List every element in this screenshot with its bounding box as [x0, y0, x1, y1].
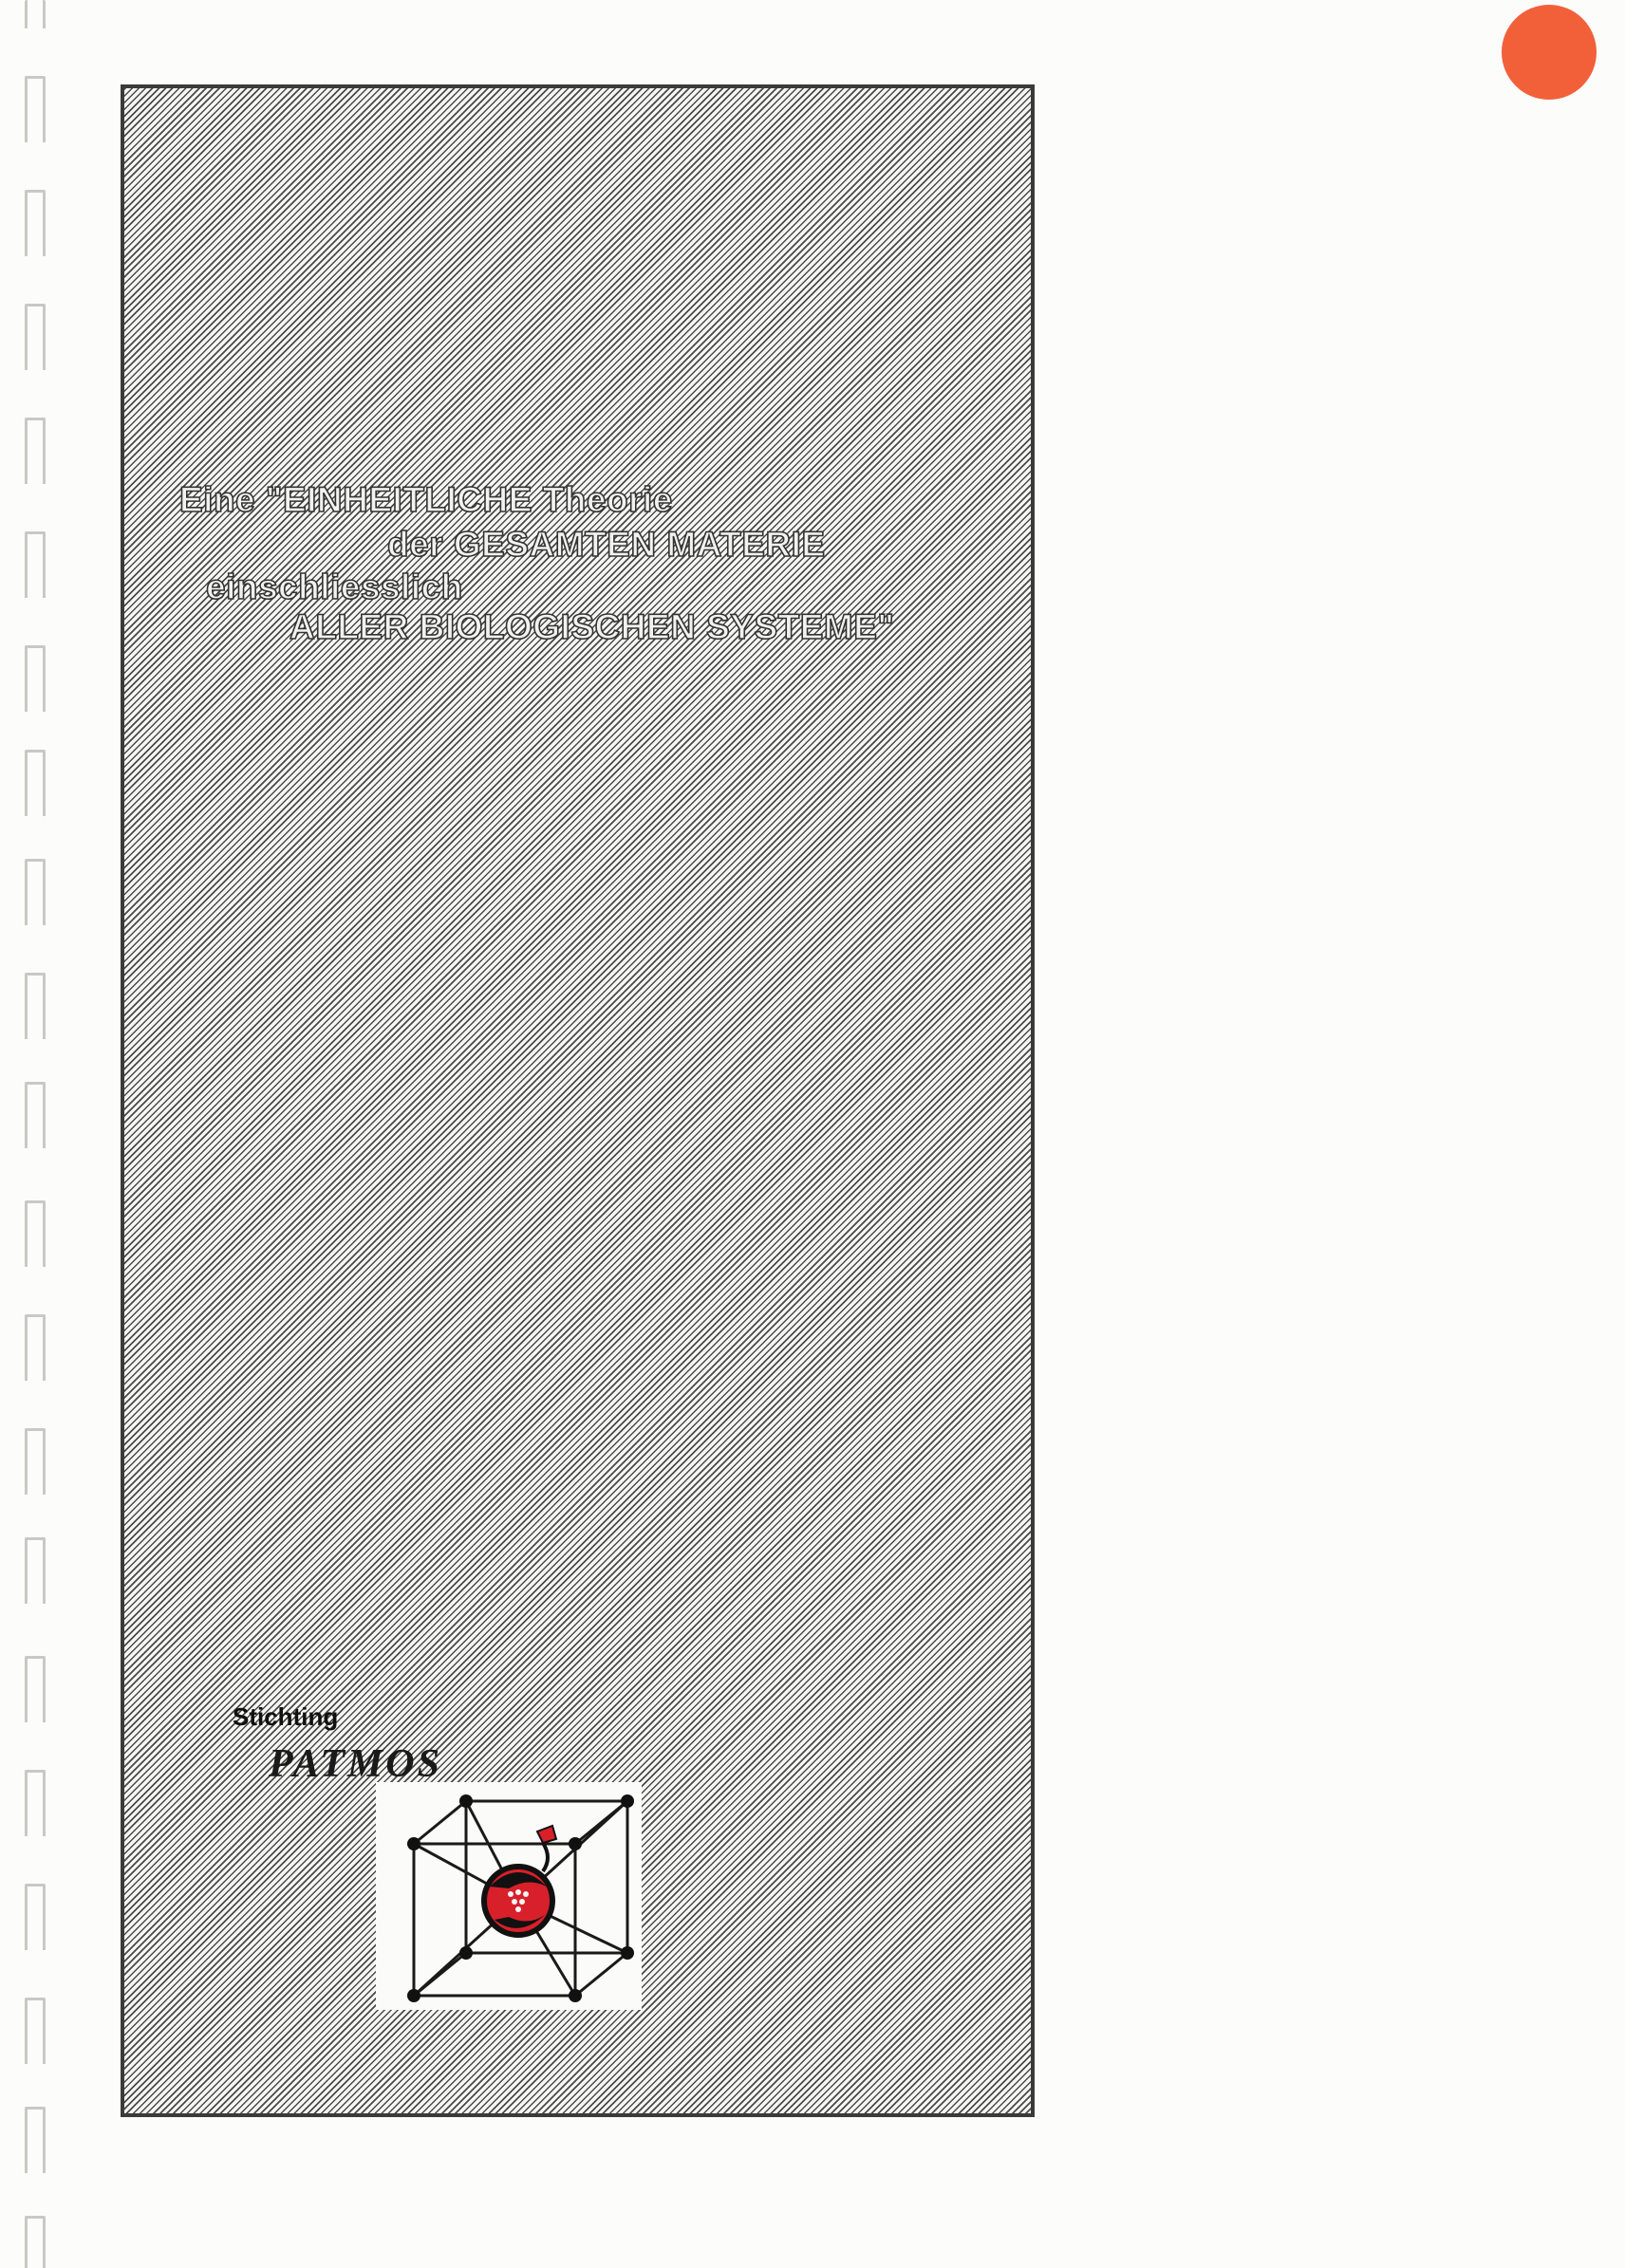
cover-title-line-1: Eine "EINHEITLICHE Theorie: [178, 480, 673, 519]
binding-hole: [25, 645, 46, 712]
binding-hole: [25, 1998, 46, 2064]
logo-nodes: [407, 1794, 634, 2002]
cover-title-line-4: ALLER BIOLOGISCHEN SYSTEME": [289, 607, 895, 646]
binding-hole: [25, 1884, 46, 1950]
binding-hole: [25, 531, 46, 598]
binding-hole: [25, 76, 46, 142]
publisher-name: PATMOS: [269, 1742, 442, 1786]
binding-hole: [25, 859, 46, 925]
orange-dot-icon: [1502, 5, 1597, 100]
binding-hole: [25, 1428, 46, 1495]
binding-hole: [25, 1200, 46, 1267]
binding-hole: [25, 1082, 46, 1148]
binding-hole: [25, 1656, 46, 1722]
binding-hole: [25, 750, 46, 816]
logo-center-emblem: [481, 1824, 558, 1938]
binding-hole: [25, 1537, 46, 1604]
binding-hole: [25, 190, 46, 256]
binding-hole: [25, 1770, 46, 1836]
cover-title-line-3: einschliesslich: [205, 567, 463, 606]
binding-hole: [25, 1314, 46, 1381]
cover-panel: Eine "EINHEITLICHE Theorie der GESAMTEN …: [121, 84, 1035, 2117]
binding-hole: [25, 304, 46, 370]
spiral-binding: [19, 0, 57, 2268]
cover-title-line-2: der GESAMTEN MATERIE: [386, 525, 826, 564]
publisher-prefix: Stichting: [233, 1702, 339, 1731]
binding-hole: [25, 2216, 46, 2268]
binding-hole: [25, 2107, 46, 2173]
binding-hole: [25, 418, 46, 484]
binding-hole: [25, 973, 46, 1039]
binding-hole: [25, 0, 46, 28]
patmos-logo-icon: [376, 1782, 642, 2010]
